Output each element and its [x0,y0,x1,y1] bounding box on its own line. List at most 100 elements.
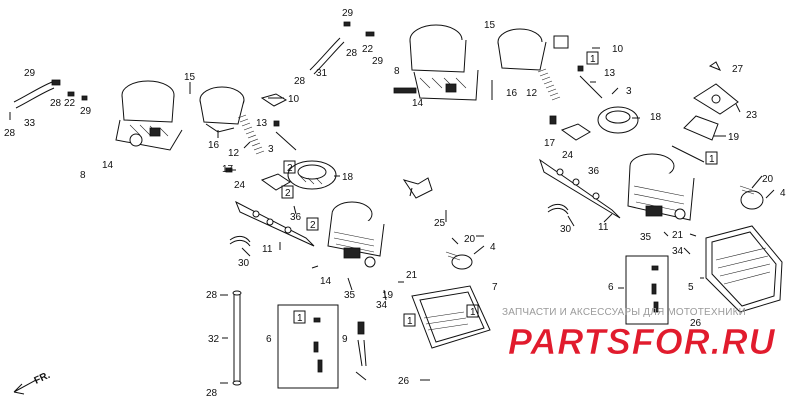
small-parts-left [225,93,297,173]
float-left [445,251,473,270]
callout-21a: 21 [406,270,418,281]
spring-right [537,68,561,101]
callout-3b: 3 [626,86,632,97]
fuel-hose-left [9,79,88,120]
callout-31: 31 [316,68,328,79]
callout-22a: 22 [64,98,76,109]
callout-17b: 17 [544,138,556,149]
callout-36b: 36 [588,166,600,177]
callout-28d: 28 [206,388,218,399]
callout-4a: 4 [490,242,496,253]
callout-26b: 26 [690,318,702,329]
callout-5: 5 [688,282,694,293]
cap-right [549,115,591,141]
choke-link [402,177,433,199]
tube-32 [232,290,242,386]
callout-28e: 28 [346,48,358,59]
callout-30b: 30 [560,224,572,235]
callout-box-1a: 1 [297,313,303,324]
box-6-left [277,304,339,389]
callout-18a: 18 [342,172,354,183]
callout-36a: 36 [290,212,302,223]
hose-left-30 [229,235,251,247]
cover-19 [671,115,719,163]
front-direction-label: FR. [33,370,52,387]
callout-box-1d: 1 [590,54,596,65]
callout-8a: 8 [80,170,86,181]
callout-11a: 11 [262,244,273,255]
callout-13b: 13 [604,68,616,79]
callout-14a: 14 [102,160,114,171]
callout-35b: 35 [640,232,652,243]
callout-17a: 17 [222,164,234,175]
callout-35a: 35 [344,290,356,301]
callout-27: 27 [732,64,744,75]
callout-34a: 34 [376,300,388,311]
callout-16b: 16 [506,88,518,99]
callout-18b: 18 [650,112,662,123]
callout-box-2c: 2 [310,220,316,231]
callout-22b: 22 [362,44,374,55]
callout-19b: 19 [728,132,740,143]
diaphragm-left [287,160,337,190]
callout-14b: 14 [320,276,332,287]
callout-34b: 34 [672,246,684,257]
callout-28c: 28 [206,290,218,301]
callout-box-2a: 2 [287,163,293,174]
hose-right-30 [547,203,569,215]
fuel-hose-right [309,21,375,75]
small-parts-right [393,61,722,99]
callout-11b: 11 [598,222,609,233]
callout-15a: 15 [184,72,196,83]
callout-26a: 26 [398,376,410,387]
callout-15b: 15 [484,20,496,31]
callout-12a: 12 [228,148,240,159]
callout-box-1e: 1 [709,154,715,165]
callout-32: 32 [208,334,220,345]
box-6-right [625,255,669,325]
carburetor-left-main [327,201,385,268]
callout-28a: 28 [50,98,62,109]
spring-left [237,114,265,155]
callout-7: 7 [492,282,498,293]
box-callouts [281,51,718,327]
callout-10b: 10 [612,44,624,55]
callout-box-1b: 1 [407,316,413,327]
callout-3a: 3 [268,144,274,155]
callout-19a: 19 [382,290,394,301]
callout-24b: 24 [562,150,574,161]
top-cap-23 [693,83,739,115]
callout-16a: 16 [208,140,220,151]
callout-13a: 13 [256,118,268,129]
watermark-logo-text: PARTSFOR.RU [508,321,776,362]
float-right [739,185,764,210]
carburetor-left-top [115,80,245,151]
callout-29c: 29 [342,8,354,19]
float-chamber-left [411,285,491,349]
callout-28f: 28 [294,76,306,87]
callout-29b: 29 [80,106,92,117]
callout-29a: 29 [24,68,36,79]
callout-9: 9 [342,334,348,345]
callout-30a: 30 [238,258,250,269]
callout-24a: 24 [234,180,246,191]
leader-lines [189,47,775,384]
watermark-logo: PARTSFOR.RU [508,321,776,362]
callout-box-2b: 2 [285,188,291,199]
callout-33: 33 [24,118,36,129]
carburetor-right-main [627,153,695,221]
float-chamber-right [705,225,783,313]
front-direction-indicator: FR. [13,370,52,395]
callout-29d: 29 [372,56,384,67]
callout-21b: 21 [672,230,684,241]
callout-23: 23 [746,110,758,121]
callout-20b: 20 [762,174,774,185]
callout-12b: 12 [526,88,538,99]
plate-right [539,158,621,219]
part-9 [355,321,367,381]
plate-left [235,200,315,247]
callout-6b: 6 [608,282,614,293]
callout-20a: 20 [464,234,476,245]
